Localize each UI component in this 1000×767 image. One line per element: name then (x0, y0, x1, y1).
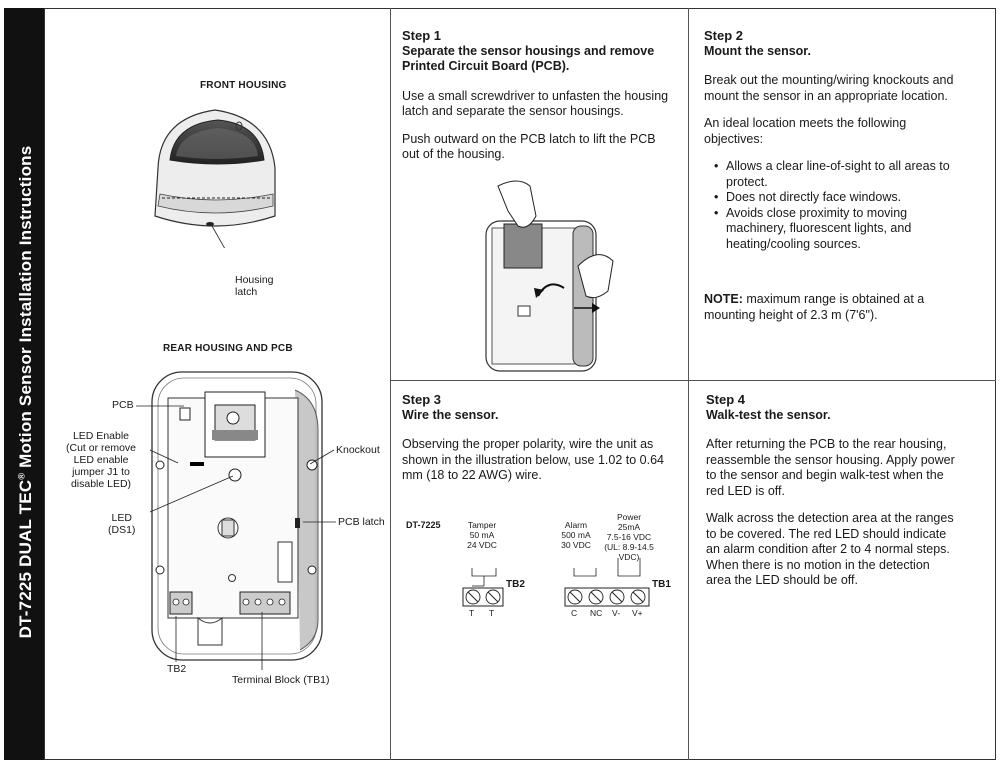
step2-note: NOTE: maximum range is obtained at a mou… (704, 292, 925, 322)
power-spec: Power 25mA 7.5-16 VDC (UL: 8.9-14.5 VDC) (604, 512, 654, 562)
tb2-terminal: T (469, 608, 475, 618)
wiring-diagram: DT-7225 Tamper 50 mA 24 VDC Alarm 500 mA… (400, 510, 686, 620)
step2-title: Mount the sensor. (704, 43, 811, 58)
step4-text-1: After returning the PCB to the rear hous… (706, 437, 955, 498)
step2-section: Step 2 Mount the sensor. Break out the m… (704, 28, 962, 335)
step1-section: Step 1 Separate the sensor housings and … (402, 28, 676, 175)
objective-item: Does not directly face windows. (714, 190, 962, 206)
tb2-terminal: T (489, 608, 495, 618)
led-ds1-callout: LED (DS1) (108, 512, 136, 536)
step3-text-1: Observing the proper polarity, wire the … (402, 437, 664, 482)
step2-text-2: An ideal location meets the following ob… (704, 116, 907, 146)
front-housing-illustration (154, 109, 276, 248)
alarm-spec: Alarm 500 mA 30 VDC (561, 520, 591, 550)
step1-text-2: Push outward on the PCB latch to lift th… (402, 131, 656, 162)
tb1-label: TB1 (652, 579, 671, 590)
step3-title: Wire the sensor. (402, 407, 499, 422)
step1-text-1: Use a small screwdriver to unfasten the … (402, 88, 669, 119)
step4-title: Walk-test the sensor. (706, 407, 831, 422)
rear-housing-label: REAR HOUSING AND PCB (163, 343, 293, 354)
tb1-terminal: NC (590, 608, 603, 618)
led-enable-callout: LED Enable (Cut or remove LED enable jum… (65, 430, 137, 490)
tb1-terminal: C (571, 608, 578, 618)
front-housing-label: FRONT HOUSING (200, 80, 287, 91)
step3-section: Step 3 Wire the sensor. Observing the pr… (402, 392, 684, 496)
step4-text-2: Walk across the detection area at the ra… (706, 511, 954, 587)
divider-middle (390, 380, 996, 381)
page-frame (44, 8, 996, 760)
step2-text-1: Break out the mounting/wiring knockouts … (704, 73, 954, 103)
pcb-removal-illustration (485, 180, 614, 372)
step3-number: Step 3 (402, 392, 442, 407)
step2-number: Step 2 (704, 28, 744, 43)
divider-left (390, 8, 391, 760)
tamper-spec: Tamper 50 mA 24 VDC (467, 520, 497, 550)
sidebar-banner: DT-7225 DUAL TEC® Motion Sensor Installa… (4, 8, 44, 760)
tb2-label: TB2 (506, 579, 525, 590)
objective-item: Avoids close proximity to moving machine… (714, 206, 962, 253)
tb1-terminal: V+ (632, 608, 643, 618)
knockout-callout: Knockout (336, 444, 380, 456)
callout-lines (136, 405, 336, 670)
step1-title: Separate the sensor housings and remove … (402, 43, 655, 74)
sidebar-title: DT-7225 DUAL TEC® Motion Sensor Installa… (16, 145, 35, 639)
pcb-callout: PCB (112, 399, 134, 411)
housing-latch-label: Housing latch (235, 274, 274, 298)
objective-item: Allows a clear line-of-sight to all area… (714, 159, 962, 190)
tb1-block-callout: Terminal Block (TB1) (232, 674, 330, 686)
step4-section: Step 4 Walk-test the sensor. After retur… (706, 392, 956, 601)
pcb-latch-callout: PCB latch (338, 516, 385, 528)
step1-number: Step 1 (402, 28, 442, 43)
rear-housing-illustration (151, 371, 323, 661)
objectives-list: Allows a clear line-of-sight to all area… (704, 159, 962, 252)
tb1-terminal: V- (612, 608, 621, 618)
step4-number: Step 4 (706, 392, 746, 407)
tb2-callout: TB2 (167, 663, 187, 675)
divider-right (688, 8, 689, 760)
wiring-model: DT-7225 (406, 520, 441, 530)
